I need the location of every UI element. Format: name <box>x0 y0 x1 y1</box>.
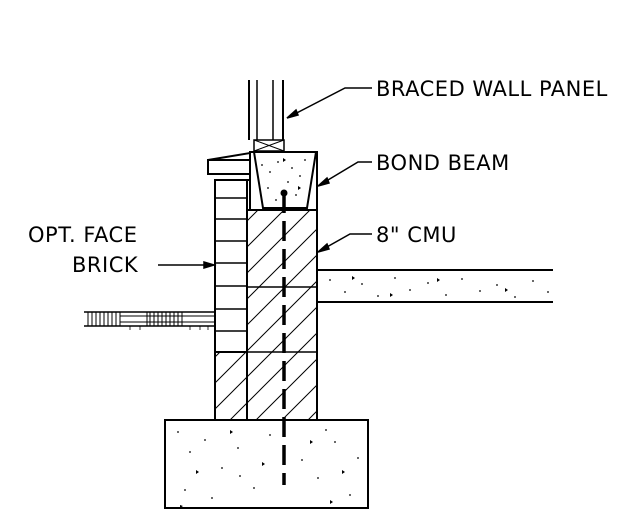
brick-label: BRICK <box>72 253 139 277</box>
bond-beam <box>249 151 318 211</box>
concrete-footing <box>164 419 369 509</box>
face-brick <box>207 151 251 353</box>
bond-beam-label: BOND BEAM <box>376 151 510 175</box>
slab-on-grade <box>317 269 553 303</box>
porch-decking <box>84 311 216 330</box>
opt-face-label: OPT. FACE <box>28 223 137 247</box>
braced-wall-panel-studs <box>248 80 285 152</box>
braced-wall-panel-label: BRACED WALL PANEL <box>376 77 608 101</box>
cmu-label: 8" CMU <box>376 223 457 247</box>
leaders <box>158 87 372 270</box>
cmu-wall <box>214 209 318 421</box>
